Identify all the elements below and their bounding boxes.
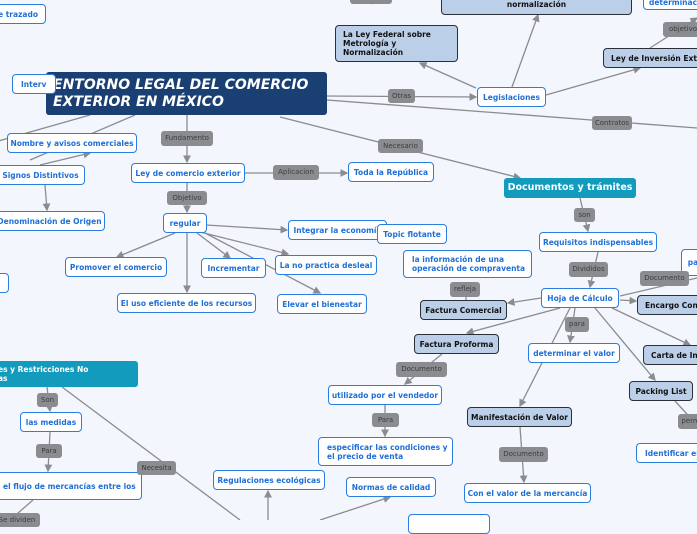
topic-node-determinar[interactable]: determinar el valor — [528, 343, 620, 363]
relation-label-necesita[interactable]: Necesita — [137, 461, 176, 475]
topic-node-utilizado[interactable]: utilizado por el vendedor — [328, 385, 442, 405]
connector-line — [465, 307, 561, 336]
topic-node-ley-metrologia[interactable]: La Ley Federal sobre Metrología y Normal… — [335, 25, 458, 62]
topic-node-no-desleal[interactable]: La no practica desleal — [275, 255, 377, 275]
central-topic-title[interactable]: ENTORNO LEGAL DEL COMERCIO EXTERIOR EN M… — [46, 72, 327, 115]
topic-node-factura-comercial[interactable]: Factura Comercial — [420, 300, 507, 320]
connector-line — [199, 231, 290, 257]
connector-line — [326, 99, 697, 129]
topic-node-normalizacion[interactable]: normalización — [441, 0, 632, 15]
topic-node-regular[interactable]: regular — [163, 213, 207, 233]
topic-node-documentos[interactable]: Documentos y trámites — [504, 178, 636, 198]
connector-line — [511, 13, 540, 88]
topic-node-ley-inversion[interactable]: Ley de Inversión Extr — [603, 48, 697, 68]
connector-line — [418, 62, 477, 89]
connector-line — [205, 224, 289, 234]
topic-node-toda-republica[interactable]: Toda la República — [348, 162, 434, 182]
relation-label-otras[interactable]: Otras — [388, 89, 415, 103]
relation-label-para3[interactable]: Para — [36, 444, 62, 458]
topic-node-elevar[interactable]: Elevar el bienestar — [277, 294, 367, 314]
relation-label-refleja[interactable]: refleja — [450, 282, 480, 297]
connector-line — [594, 307, 656, 381]
topic-node-pa[interactable]: pa — [681, 249, 697, 276]
topic-node-requisitos[interactable]: Requisitos indispensables — [539, 232, 657, 252]
connector-line — [545, 66, 642, 96]
topic-node-hoja[interactable]: Hoja de Cálculo — [541, 288, 619, 308]
relation-label-documento1[interactable]: Documento — [640, 271, 689, 286]
topic-node-medidas[interactable]: las medidas — [20, 412, 82, 432]
connector-line — [196, 232, 232, 259]
topic-node-con-valor[interactable]: Con el valor de la mercancía — [464, 483, 591, 503]
topic-node-nombre-avisos[interactable]: Nombre y avisos comerciales — [7, 133, 137, 153]
topic-node-flujo[interactable]: el flujo de mercancías entre los — [0, 472, 142, 500]
connector-line — [506, 297, 542, 306]
topic-node-left-small[interactable] — [0, 273, 9, 293]
topic-node-packing[interactable]: Packing List — [629, 381, 693, 401]
topic-node-especificar[interactable]: especificar las condiciones y el precio … — [318, 437, 453, 466]
topic-node-promover[interactable]: Promover el comercio — [65, 257, 167, 277]
relation-label-divididos[interactable]: Divididos — [569, 262, 608, 277]
connector-line — [611, 307, 692, 346]
topic-node-uso-eficiente[interactable]: El uso eficiente de los recursos — [117, 293, 256, 313]
relation-label-documento3[interactable]: Documento — [499, 447, 548, 462]
topic-node-determinac[interactable]: determinac — [643, 0, 697, 10]
relation-label-aplicacion[interactable]: Aplicacion — [273, 165, 319, 180]
relation-label-top-label[interactable] — [350, 0, 392, 4]
relation-label-fundamento[interactable]: Fundamento — [161, 131, 213, 146]
topic-node-integrar[interactable]: Integrar la economía — [288, 220, 387, 240]
relation-label-documento2[interactable]: Documento — [396, 362, 447, 377]
relation-label-se-dividen[interactable]: Se dividen — [0, 513, 40, 527]
topic-node-incrementar[interactable]: Incrementar — [201, 258, 266, 278]
relation-label-necesario[interactable]: Necesario — [378, 139, 423, 153]
topic-node-identificar[interactable]: Identificar el — [636, 443, 697, 463]
topic-node-restricciones[interactable]: es y Restricciones No as — [0, 361, 138, 387]
topic-node-interv[interactable]: Interv — [12, 74, 56, 94]
relation-label-objetivo2[interactable]: objetivo — [663, 22, 697, 37]
topic-node-topic-flotante[interactable]: Topic flotante — [377, 224, 447, 244]
topic-node-carta[interactable]: Carta de Ins — [643, 345, 697, 365]
relation-label-son[interactable]: son — [574, 208, 595, 222]
relation-label-perm[interactable]: perm — [678, 414, 697, 429]
connector-line — [619, 296, 638, 305]
topic-node-informacion[interactable]: la información de una operación de compr… — [403, 250, 532, 278]
topic-node-encargo[interactable]: Encargo Conf — [637, 295, 697, 315]
connector-line — [39, 150, 92, 166]
topic-node-bottom-box[interactable] — [408, 514, 490, 534]
topic-node-regulaciones[interactable]: Regulaciones ecológicas — [213, 470, 325, 490]
relation-label-para2[interactable]: Para — [372, 413, 399, 427]
topic-node-factura-proforma[interactable]: Factura Proforma — [414, 334, 499, 354]
topic-node-trazado[interactable]: e trazado — [0, 4, 46, 24]
connector-line — [61, 386, 241, 520]
connector-line — [319, 495, 392, 520]
topic-node-ley-comercio[interactable]: Ley de comercio exterior — [131, 163, 245, 183]
topic-node-signos[interactable]: Signos Distintivos — [0, 165, 85, 185]
relation-label-son2[interactable]: Son — [37, 393, 58, 407]
relation-label-para[interactable]: para — [565, 317, 589, 332]
topic-node-manifestacion[interactable]: Manifestación de Valor — [467, 407, 572, 427]
relation-label-objetivo[interactable]: Objetivo — [167, 191, 207, 205]
topic-node-normas[interactable]: Normas de calidad — [346, 477, 436, 497]
relation-label-contratos[interactable]: Contratos — [592, 116, 632, 130]
connector-line — [115, 232, 176, 259]
topic-node-denominacion[interactable]: Denominación de Origen — [0, 211, 105, 231]
topic-node-legislaciones[interactable]: Legislaciones — [477, 87, 546, 107]
connector-line — [42, 184, 51, 212]
